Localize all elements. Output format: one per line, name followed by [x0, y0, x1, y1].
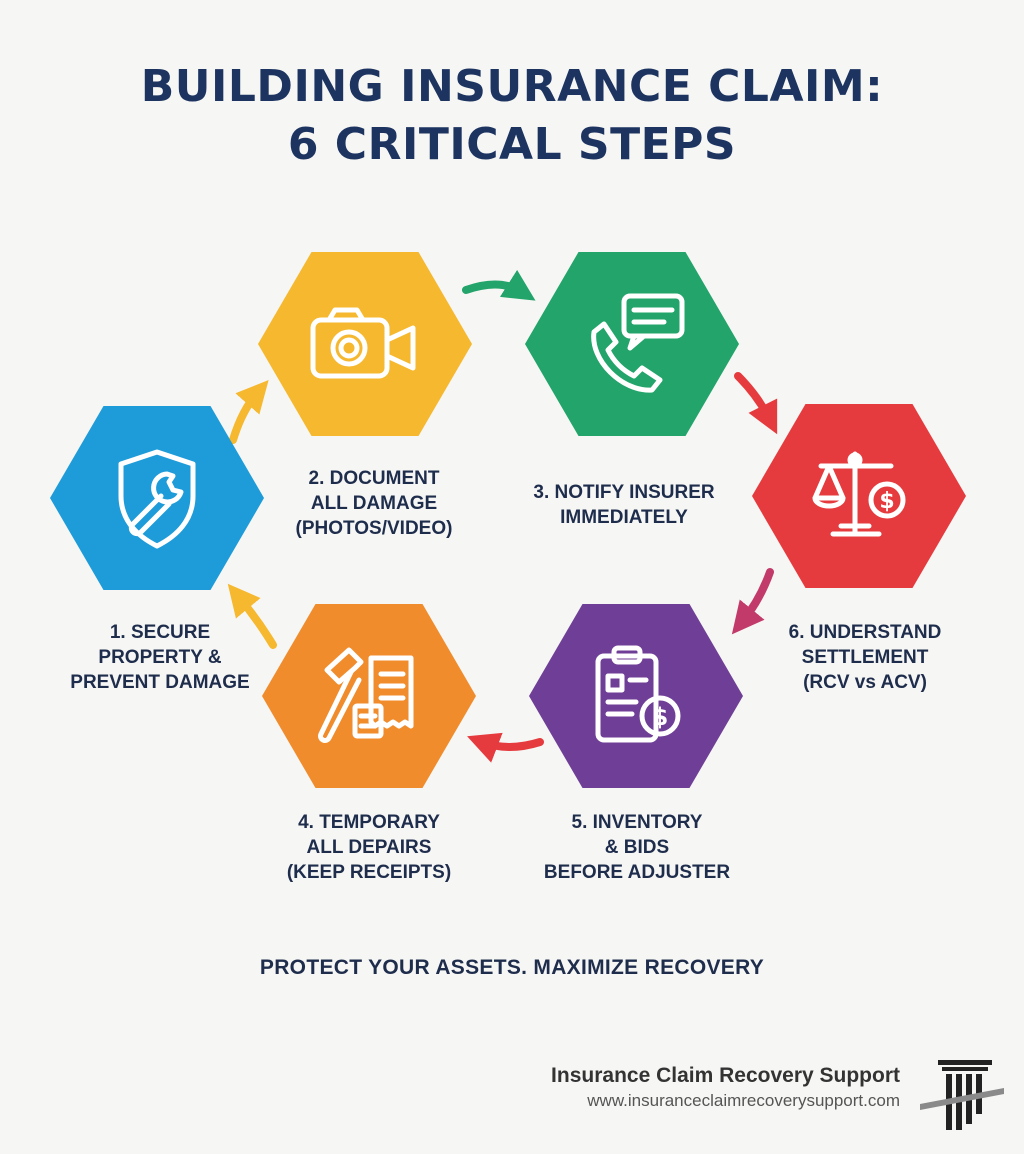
- step-4-label-line-2: ALL DEPAIRS: [306, 837, 432, 858]
- arrow-3-to-6: [734, 372, 778, 435]
- step-4-label: 4. TEMPORARY ALL DEPAIRS (KEEP RECEIPTS): [259, 810, 479, 885]
- step-3-label: 3. NOTIFY INSURER IMMEDIATELY: [504, 480, 744, 530]
- step-6-label: 6. UNDERSTAND SETTLEMENT (RCV vs ACV): [750, 620, 980, 695]
- clipboard-dollar-icon: $: [595, 645, 681, 743]
- svg-text:$: $: [652, 703, 669, 731]
- step-6-label-line-3: (RCV vs ACV): [803, 672, 927, 693]
- step-6-label-line-1: 6. UNDERSTAND: [788, 622, 942, 643]
- footer-company-name: Insurance Claim Recovery Support: [551, 1064, 900, 1087]
- step-1-label-line-1: 1. SECURE: [109, 622, 211, 643]
- step-4-hexagon: [262, 604, 476, 788]
- arrow-4-to-1: [227, 583, 277, 649]
- step-3-hexagon: [525, 252, 739, 436]
- tagline: PROTECT YOUR ASSETS. MAXIMIZE RECOVERY: [259, 956, 765, 979]
- arrow-1-to-2: [229, 380, 269, 444]
- title-line-1: BUILDING INSURANCE CLAIM:: [140, 61, 884, 112]
- step-5-label-line-3: BEFORE ADJUSTER: [543, 862, 731, 883]
- arrow-6-to-5: [731, 568, 774, 635]
- hammer-receipt-icon: [318, 647, 414, 743]
- arrow-2-to-3: [462, 269, 536, 301]
- step-3-label-line-1: 3. NOTIFY INSURER: [533, 482, 715, 503]
- step-2-label: 2. DOCUMENT ALL DAMAGE (PHOTOS/VIDEO): [264, 466, 484, 541]
- step-5-label-line-1: 5. INVENTORY: [571, 812, 703, 833]
- svg-text:$: $: [879, 489, 894, 514]
- title-line-2: 6 CRITICAL STEPS: [287, 119, 737, 170]
- step-1-label-line-3: PREVENT DAMAGE: [70, 672, 250, 693]
- step-2-label-line-1: 2. DOCUMENT: [308, 468, 440, 489]
- step-4-label-line-1: 4. TEMPORARY: [298, 812, 440, 833]
- shield-wrench-icon: [118, 449, 196, 549]
- step-3-label-line-2: IMMEDIATELY: [560, 507, 688, 528]
- arrow-5-to-4: [467, 732, 544, 763]
- step-1-label: 1. SECURE PROPERTY & PREVENT DAMAGE: [50, 620, 270, 695]
- step-6-label-line-2: SETTLEMENT: [801, 647, 929, 668]
- column-logo-icon: [920, 1060, 1004, 1130]
- phone-chat-icon: [591, 293, 685, 393]
- step-1-label-line-2: PROPERTY &: [98, 647, 222, 668]
- scale-dollar-icon: $: [812, 451, 906, 537]
- step-5-hexagon: $: [529, 604, 743, 788]
- step-6-hexagon: $: [752, 404, 966, 588]
- footer-website-link[interactable]: www.insuranceclaimrecoverysupport.com: [587, 1091, 900, 1110]
- step-5-label-line-2: & BIDS: [604, 837, 670, 858]
- step-4-label-line-3: (KEEP RECEIPTS): [286, 862, 452, 883]
- step-2-label-line-3: (PHOTOS/VIDEO): [295, 518, 453, 539]
- page-title: BUILDING INSURANCE CLAIM: 6 CRITICAL STE…: [0, 58, 1024, 174]
- step-5-label: 5. INVENTORY & BIDS BEFORE ADJUSTER: [522, 810, 752, 885]
- step-2-label-line-2: ALL DAMAGE: [310, 493, 438, 514]
- camera-video-icon: [310, 307, 416, 379]
